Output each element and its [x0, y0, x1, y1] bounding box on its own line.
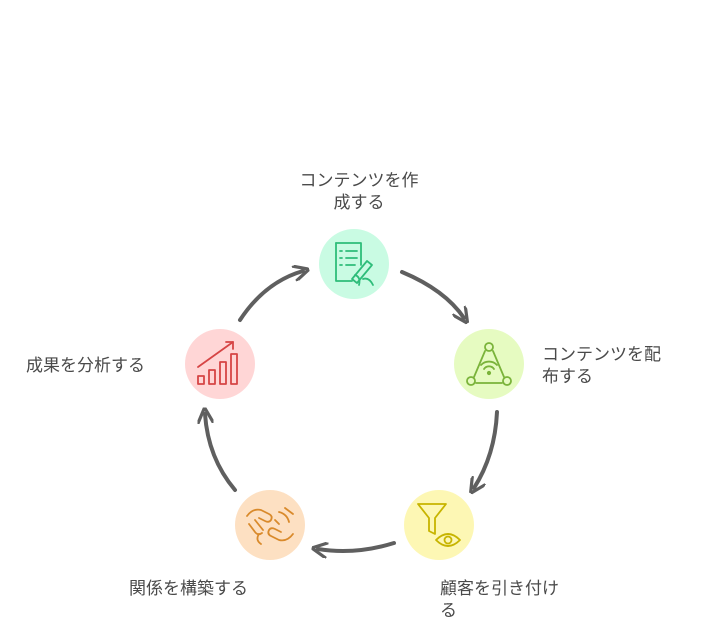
step-analyze-label: 成果を分析する — [26, 356, 145, 376]
document-pen-icon — [319, 229, 389, 299]
arrow-attract-to-relate — [318, 541, 396, 551]
arrow-analyze-to-create — [238, 271, 303, 322]
handshake-icon — [235, 490, 305, 560]
arrow-relate-to-analyze — [205, 414, 237, 492]
step-relate-circle — [235, 490, 305, 560]
step-analyze-circle — [185, 329, 255, 399]
funnel-eye-icon — [404, 490, 474, 560]
share-network-icon — [454, 329, 524, 399]
arrow-distribute-to-attract — [474, 410, 499, 488]
step-relate-label: 関係を構築する — [129, 579, 248, 599]
step-distribute-label: コンテンツを配 布する — [542, 345, 661, 387]
step-distribute-circle — [454, 329, 524, 399]
step-attract-circle — [404, 490, 474, 560]
growth-chart-icon — [185, 329, 255, 399]
arrow-create-to-distribute — [400, 270, 464, 318]
step-create-label: コンテンツを作 成する — [299, 171, 419, 213]
step-attract-label: 顧客を引き付け る — [440, 579, 559, 621]
step-create-circle — [319, 229, 389, 299]
